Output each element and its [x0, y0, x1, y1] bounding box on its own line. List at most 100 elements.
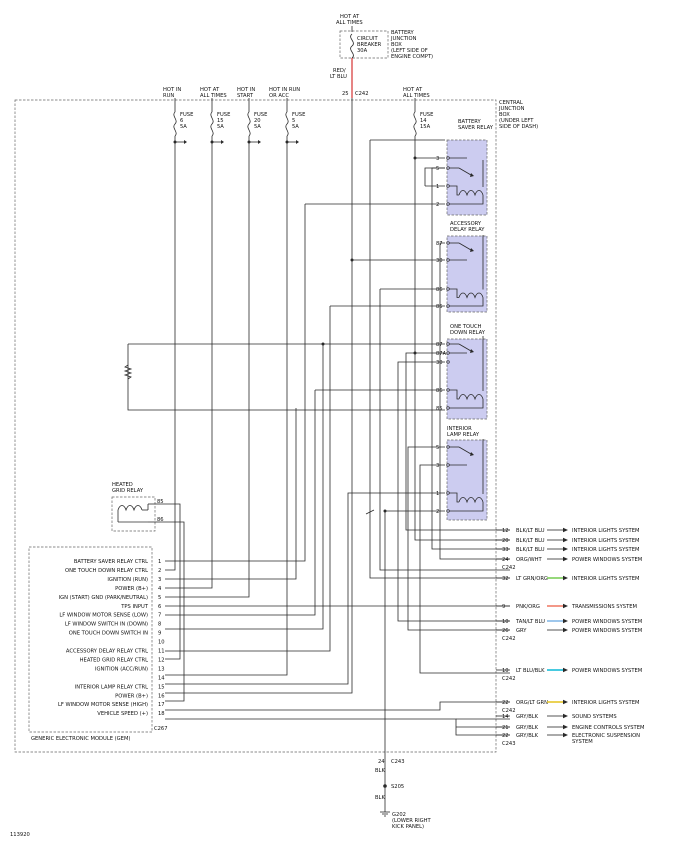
relay-pin-label: 85 — [436, 406, 443, 412]
gem-pin-name: ONE TOUCH DOWN RELAY CTRL — [65, 568, 148, 574]
svg-text:BOX: BOX — [391, 42, 402, 48]
fuse-label: 14 — [420, 118, 427, 124]
svg-text:ALL TIMES: ALL TIMES — [336, 20, 363, 26]
output-destination: POWER WINDOWS SYSTEM — [572, 619, 642, 625]
gem-pin-number: 11 — [158, 649, 165, 655]
gem-title: GENERIC ELECTRONIC MODULE (GEM) — [31, 736, 130, 742]
heated-grid-coil-icon — [117, 505, 143, 512]
output-wire-color: GRY/BLK — [516, 733, 539, 739]
relay-switch-arm — [458, 446, 472, 455]
arrow-right-icon — [563, 667, 568, 673]
relay-arm-tip-icon — [470, 248, 474, 252]
relay-pin-label: 3 — [436, 463, 439, 469]
output-connector: C243 — [502, 741, 516, 747]
output-wire-color: GRY/BLK — [516, 714, 539, 720]
gem-pin-number: 1 — [158, 559, 161, 565]
output-wire-color: LT BLU/BLK — [516, 668, 545, 674]
relay-label: ACCESSORY — [450, 221, 482, 227]
fuse-label: FUSE — [180, 112, 193, 118]
gem-pin-number: 17 — [158, 702, 165, 708]
output-wire-color: PNK/ORG — [516, 604, 540, 610]
relay-coil-lead — [449, 502, 484, 512]
arrow-right-icon — [563, 627, 568, 633]
splice-icon — [383, 784, 387, 788]
fuse-label: 5A — [254, 124, 261, 130]
gem-pin-number: 18 — [158, 711, 165, 717]
resistor-icon — [123, 364, 133, 380]
svg-text:RED/: RED/ — [333, 68, 346, 74]
output-pin: 32 — [502, 576, 509, 582]
relay-pin-label: 5 — [436, 166, 439, 172]
fuse-label: 15 — [217, 118, 224, 124]
gem-pin-name: ONE TOUCH DOWN SWITCH IN — [69, 631, 148, 637]
wire-fuse6-ignition-run — [165, 136, 176, 571]
fuse-hot-label: OR ACC — [269, 93, 289, 99]
gem-pin-name: POWER (B+) — [115, 693, 148, 699]
arrow-right-icon — [563, 537, 568, 543]
output-pin: 26 — [502, 628, 509, 634]
output-destination: POWER WINDOWS SYSTEM — [572, 557, 642, 563]
wire-otd-30 — [397, 361, 510, 622]
fuse-label: 5A — [292, 124, 299, 130]
central-junction-box — [14, 99, 497, 753]
fuse-label: 5A — [180, 124, 187, 130]
wire-ilr-3 — [419, 464, 510, 674]
gem-pin-name: TPS INPUT — [120, 604, 149, 610]
output-destination: INTERIOR LIGHTS SYSTEM — [572, 547, 639, 553]
relay-pin-label: 87 — [436, 241, 443, 247]
arrow-right-icon — [563, 603, 568, 609]
output-destination: ENGINE CONTROLS SYSTEM — [572, 725, 644, 731]
relay-coil-icon — [458, 190, 484, 197]
svg-text:LT BLU: LT BLU — [330, 74, 347, 80]
fuse-label: 5 — [292, 118, 295, 124]
gem-pin-number: 2 — [158, 568, 161, 574]
output-pin: 10 — [502, 619, 509, 625]
svg-text:BATTERY: BATTERY — [391, 30, 414, 36]
relay-arm-tip-icon — [470, 173, 474, 177]
fuse-hot-label: START — [237, 93, 254, 99]
fuse-hot-label: HOT AT — [403, 87, 423, 93]
gem-pin-number: 3 — [158, 577, 161, 583]
relay-switch-arm — [458, 167, 472, 176]
output-wire-color: GRY/BLK — [516, 725, 539, 731]
wire-break-mark — [365, 509, 375, 515]
relay-box — [446, 139, 488, 216]
wire-lf-high — [165, 701, 510, 711]
output-wire-color: BLK/LT BLU — [516, 547, 545, 553]
output-destination: TRANSMISSIONS SYSTEM — [571, 604, 637, 610]
internal-wiring — [123, 98, 510, 752]
relay-switch-arm — [458, 343, 472, 352]
relay-label: DOWN RELAY — [450, 330, 486, 336]
relay-coil-icon — [458, 292, 484, 299]
gem-pin-number: 7 — [158, 613, 161, 619]
relay-pin-label: 30 — [436, 258, 443, 264]
arrow-right-icon — [563, 618, 568, 624]
junction-dot — [173, 140, 177, 144]
output-pin: 10 — [502, 668, 509, 674]
svg-text:C242: C242 — [355, 91, 369, 97]
ground-circuit: 24 C243 BLK S205 BLK G202 (LOWER RIGHT K… — [375, 752, 432, 830]
svg-text:C243: C243 — [391, 759, 405, 765]
fuse-label: 5A — [217, 124, 224, 130]
gem-pin-number: 8 — [158, 622, 161, 628]
svg-text:GRID RELAY: GRID RELAY — [112, 488, 144, 494]
wire-adr-ctrl — [165, 306, 331, 652]
arrow-right-icon — [563, 575, 568, 581]
junction-dot — [350, 258, 354, 262]
gem-pin-number: 13 — [158, 666, 165, 672]
output-pin: 20 — [502, 538, 509, 544]
circuit-breaker-box — [339, 30, 389, 59]
relay-pin — [446, 360, 450, 364]
